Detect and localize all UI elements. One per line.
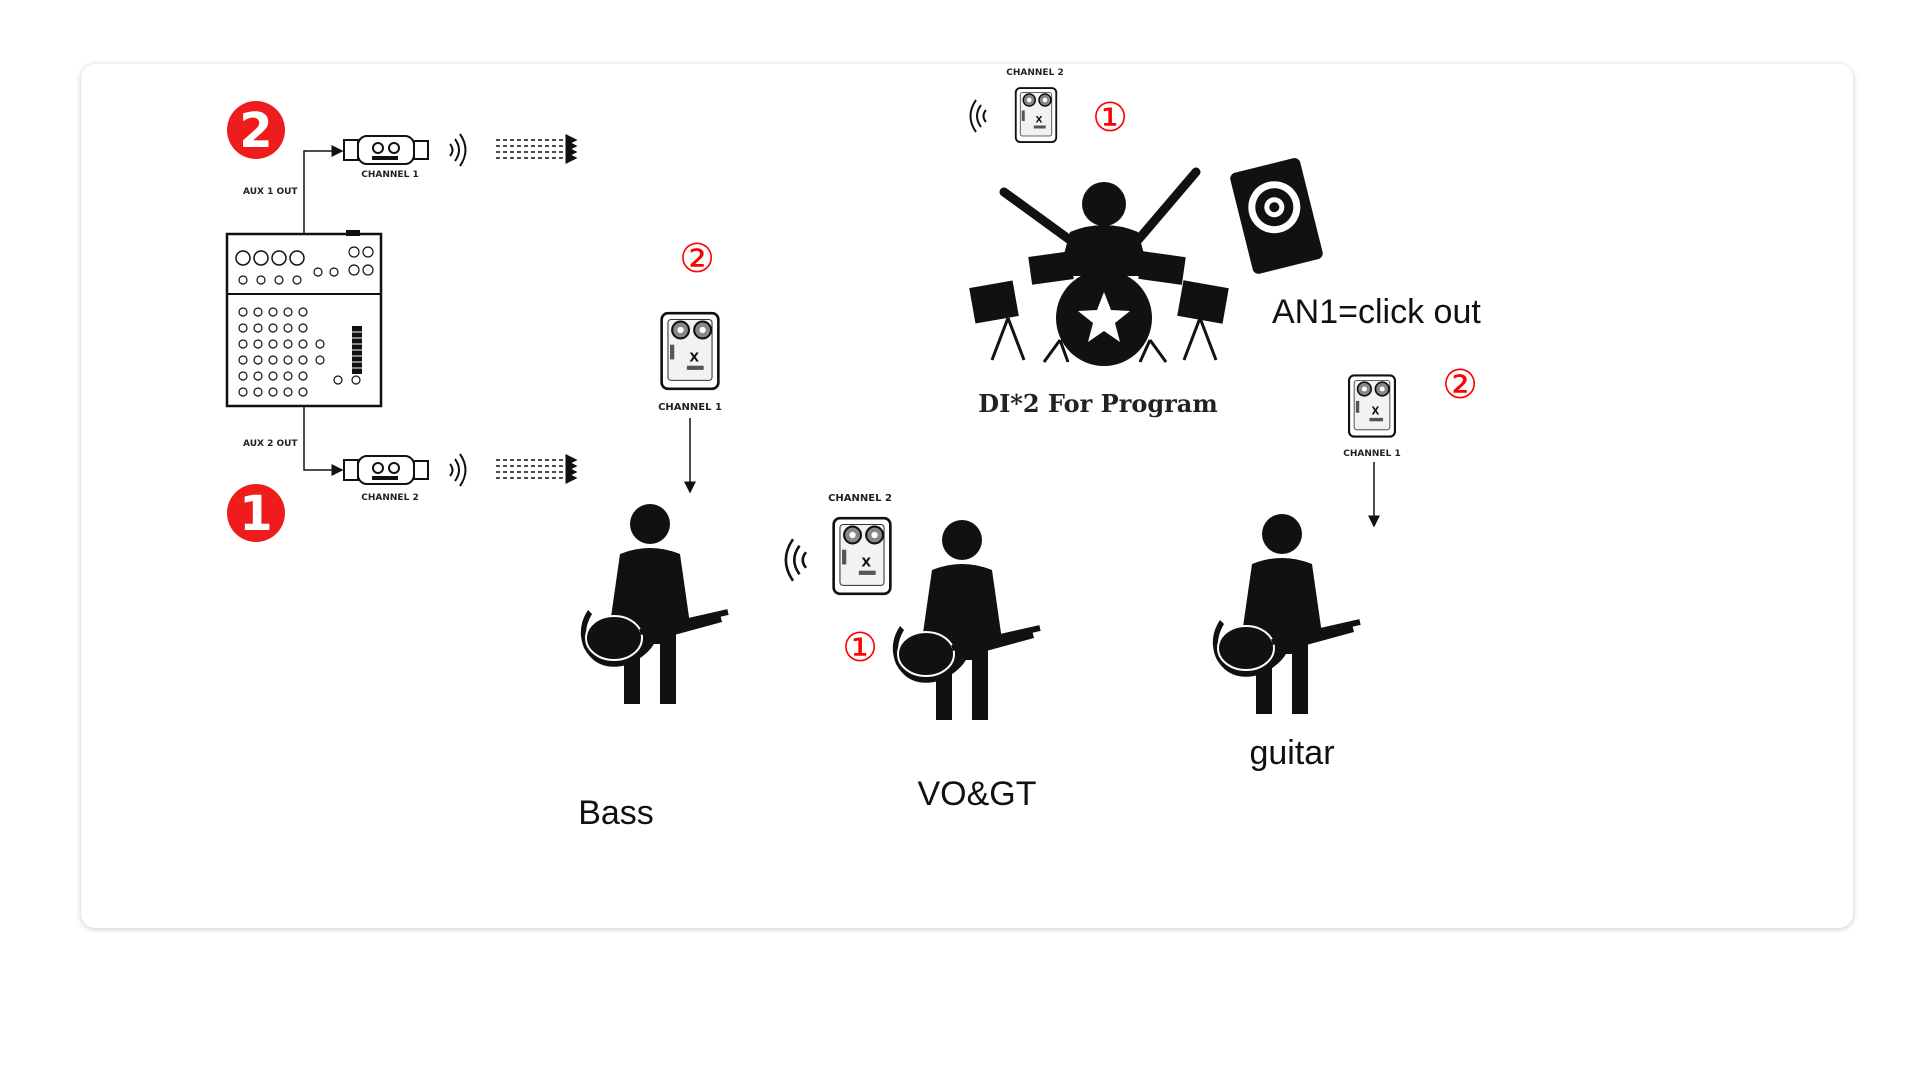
aux2-label: AUX 2 OUT: [243, 439, 298, 449]
aux1-cable: [303, 145, 344, 234]
guitar-player-icon: [1213, 514, 1360, 714]
guitar-receiver-icon: [1347, 374, 1397, 438]
vocal-guitarist-icon: [893, 520, 1040, 720]
vocal-marker: ①: [842, 625, 878, 671]
drummer-caption: DI*2 For Program: [978, 389, 1217, 418]
diagram-card: [81, 64, 1853, 928]
guitar-label: guitar: [1249, 734, 1334, 772]
signal-arrows-icon: [496, 460, 576, 478]
speaker-label: AN1=click out: [1272, 293, 1481, 331]
signal-waves-icon: [784, 537, 808, 583]
signal-waves-icon: [449, 453, 467, 487]
aux2-cable: [303, 406, 344, 476]
bass-player-icon: [581, 504, 728, 704]
guitar-section: CHANNEL 1 ② guitar: [1213, 362, 1478, 772]
signal-waves-icon: [969, 99, 987, 133]
svg-text:2: 2: [239, 103, 272, 159]
bass-marker: ②: [679, 236, 715, 282]
vocal-receiver-channel: CHANNEL 2: [828, 493, 892, 504]
bass-receiver-icon: [660, 311, 720, 391]
speaker-icon: [1230, 158, 1323, 274]
drummer-icon: [969, 167, 1229, 366]
badge-2: 2: [227, 101, 285, 159]
drummer-marker: ①: [1092, 95, 1128, 141]
drummer-receiver-icon: [1014, 87, 1058, 143]
bass-section: ② CHANNEL 1 Bass: [578, 236, 728, 832]
signal-arrows-icon: [496, 140, 576, 158]
signal-waves-icon: [449, 133, 467, 167]
mixer-section: AUX 1 OUT AUX 2 OUT CHANNEL 1 CHANNEL 2 …: [225, 101, 576, 542]
vocal-receiver-icon: [832, 516, 892, 596]
transmitter-ch1-label: CHANNEL 1: [361, 170, 418, 180]
guitar-receiver-channel: CHANNEL 1: [1343, 449, 1400, 459]
transmitter-ch2-label: CHANNEL 2: [361, 493, 418, 503]
transmitter-ch2-icon: [343, 455, 429, 485]
vocal-section: CHANNEL 2 ① VO&GT: [784, 493, 1040, 813]
vocal-label: VO&GT: [917, 775, 1036, 813]
guitar-marker: ②: [1442, 362, 1478, 408]
bass-receiver-channel: CHANNEL 1: [658, 402, 722, 413]
mixer-console-icon: [225, 230, 383, 408]
bass-label: Bass: [578, 794, 654, 832]
aux1-label: AUX 1 OUT: [243, 187, 298, 197]
transmitter-ch1-icon: [343, 135, 429, 165]
drummer-receiver-channel: CHANNEL 2: [1006, 68, 1063, 78]
badge-1: 1: [227, 484, 285, 542]
svg-text:1: 1: [239, 486, 272, 542]
drummer-section: CHANNEL 2 ① DI: [969, 68, 1481, 418]
